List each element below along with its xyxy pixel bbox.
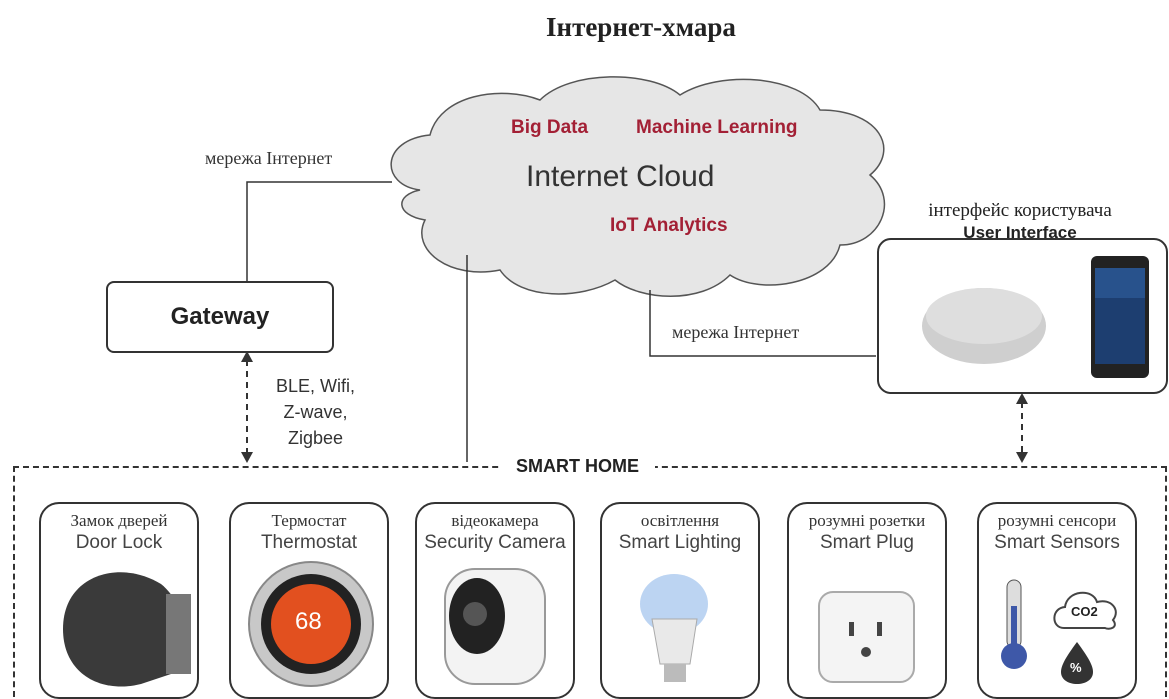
right-link-line <box>649 290 876 357</box>
device-label-uk: Термостат <box>271 511 347 530</box>
arrow-up <box>241 351 253 362</box>
right-link-label: мережа Інтернет <box>672 322 800 342</box>
camera-icon <box>444 568 546 685</box>
user-interface-panel <box>877 238 1168 394</box>
light-bulb-icon <box>640 574 708 682</box>
co2-badge: CO2 <box>1071 604 1098 619</box>
cloud-machine-learning: Machine Learning <box>636 117 798 138</box>
arrow-down-ui <box>1016 452 1028 463</box>
left-link-line <box>246 181 392 281</box>
device-label-en: Smart Plug <box>820 532 914 553</box>
cloud-big-data: Big Data <box>511 117 589 138</box>
protocol-line: Z-wave, <box>283 402 348 422</box>
thermostat-icon <box>248 561 374 687</box>
protocol-list: BLE, Wifi, Z-wave, Zigbee <box>276 373 355 451</box>
thermostat-display: 68 <box>295 608 322 635</box>
device-label-uk: відеокамера <box>451 511 539 530</box>
page-title: Інтернет-хмара <box>546 12 736 42</box>
cloud-shape <box>390 76 886 297</box>
ui-title-uk: інтерфейс користувача <box>928 200 1112 221</box>
cloud-title: Internet Cloud <box>526 160 715 193</box>
device-label-uk: розумні сенсори <box>997 511 1117 530</box>
device-label-uk: Замок дверей <box>70 511 168 530</box>
device-label-en: Door Lock <box>75 532 163 553</box>
gateway-label: Gateway <box>170 303 270 330</box>
device-label-en: Smart Sensors <box>994 532 1120 553</box>
thermometer-icon <box>1001 579 1027 669</box>
device-label-uk: освітлення <box>640 511 720 530</box>
device-label-en: Security Camera <box>424 532 566 553</box>
device-label-en: Thermostat <box>260 532 358 553</box>
arrow-up-ui <box>1016 393 1028 404</box>
smartphone-icon <box>1091 256 1149 378</box>
ui-title: інтерфейс користувача User Interface <box>920 200 1120 244</box>
smart-home-label: SMART HOME <box>500 456 655 477</box>
device-label-en: Smart Lighting <box>618 532 742 553</box>
arrow-down <box>241 452 253 463</box>
door-lock-icon <box>63 572 191 687</box>
gateway-box: Gateway <box>106 281 334 353</box>
left-link-label: мережа Інтернет <box>205 148 333 168</box>
ui-title-en: User Interface <box>963 223 1077 242</box>
cloud-co2-icon <box>1053 591 1117 630</box>
cloud-iot-analytics: IoT Analytics <box>610 215 728 236</box>
smart-plug-icon <box>818 591 915 683</box>
device-label-uk: розумні розетки <box>808 511 926 530</box>
protocol-line: BLE, Wifi, <box>276 376 356 396</box>
protocol-line: Zigbee <box>287 428 344 448</box>
smart-speaker-icon <box>922 288 1046 364</box>
humidity-drop-icon <box>1061 642 1093 684</box>
humidity-label: % <box>1070 660 1082 675</box>
